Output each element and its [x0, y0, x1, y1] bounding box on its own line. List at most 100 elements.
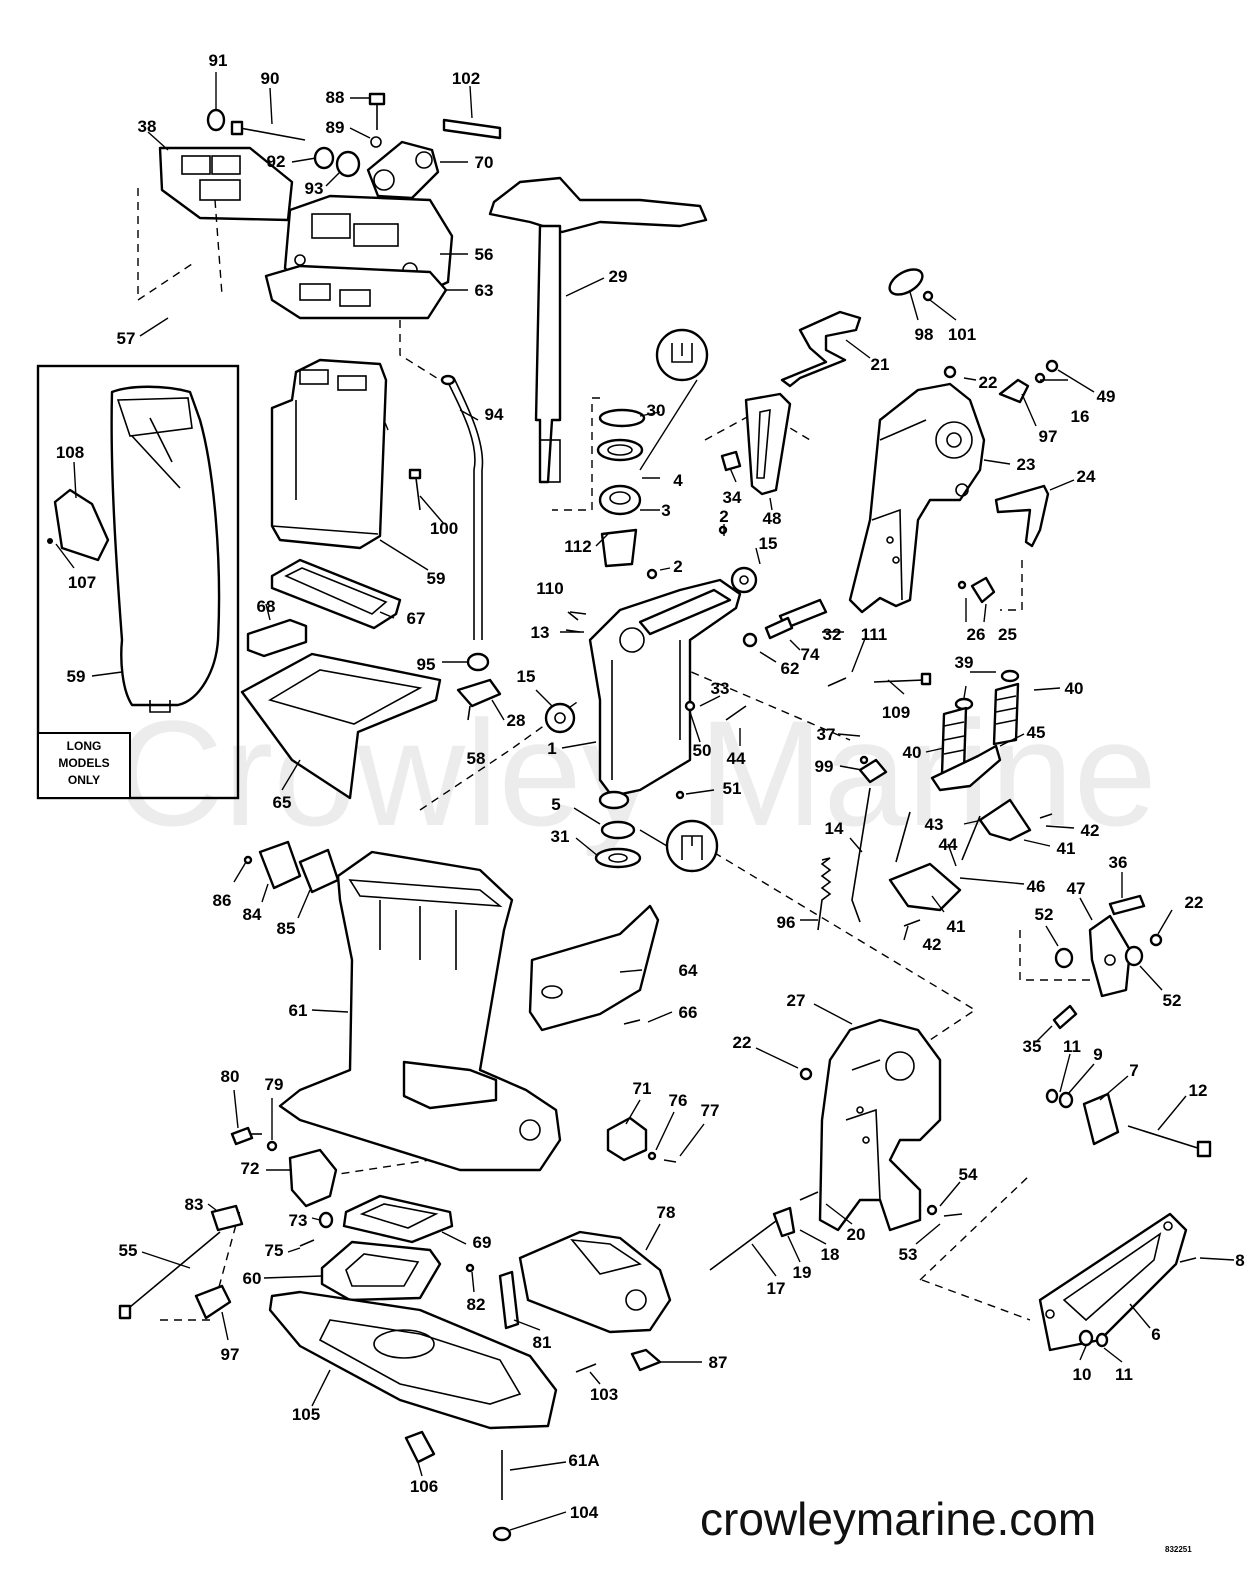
label-11b: 11	[1115, 1365, 1133, 1384]
label-12: 12	[1189, 1081, 1208, 1100]
label-98: 98	[915, 325, 934, 344]
label-78: 78	[657, 1203, 676, 1222]
label-25: 25	[998, 625, 1017, 644]
label-83: 83	[185, 1195, 204, 1214]
label-96: 96	[777, 913, 796, 932]
label-103: 103	[590, 1385, 618, 1404]
pins-32-74-62	[742, 598, 847, 687]
label-75: 75	[265, 1241, 284, 1260]
label-59b: 59	[67, 667, 86, 686]
label-24: 24	[1077, 467, 1096, 486]
part-71	[606, 1116, 677, 1163]
label-22a: 22	[979, 373, 998, 392]
label-65: 65	[273, 793, 292, 812]
plate-108	[53, 488, 110, 562]
mount-70	[366, 140, 440, 200]
part-64	[528, 904, 660, 1032]
lower-small-parts	[118, 1126, 338, 1320]
bracket-47-group	[1052, 894, 1163, 1030]
driveshaft-housing-61	[278, 850, 562, 1172]
label-58: 58	[467, 749, 486, 768]
label-40b: 40	[903, 743, 922, 762]
label-47: 47	[1067, 879, 1086, 898]
label-6: 6	[1151, 1325, 1160, 1344]
label-42b: 42	[923, 935, 942, 954]
label-102: 102	[452, 69, 480, 88]
label-42a: 42	[1081, 821, 1100, 840]
label-59a: 59	[427, 569, 446, 588]
label-112: 112	[564, 537, 591, 556]
label-107: 107	[68, 573, 96, 592]
label-97a: 97	[1039, 427, 1058, 446]
label-85: 85	[277, 919, 296, 938]
clamp-screw-group	[1045, 1088, 1212, 1158]
lower-cover-65	[240, 652, 442, 800]
label-108: 108	[56, 443, 84, 462]
label-4: 4	[673, 471, 683, 490]
label-106: 106	[410, 1477, 438, 1496]
swivel-bracket	[544, 566, 758, 869]
label-60: 60	[243, 1269, 262, 1288]
label-16: 16	[1071, 407, 1090, 426]
label-81: 81	[533, 1333, 552, 1352]
label-68: 68	[257, 597, 276, 616]
label-93: 93	[305, 179, 324, 198]
label-49: 49	[1097, 387, 1116, 406]
rod-17	[709, 1206, 796, 1271]
label-105: 105	[292, 1405, 320, 1424]
rod-14-spring-96	[817, 787, 871, 931]
part-78-group	[465, 1230, 672, 1373]
label-37: 37	[817, 725, 836, 744]
label-8: 8	[1235, 1251, 1244, 1270]
gasket-63	[264, 264, 448, 320]
label-70: 70	[475, 153, 494, 172]
label-62: 62	[781, 659, 800, 678]
label-82: 82	[467, 1295, 486, 1314]
label-26: 26	[967, 625, 986, 644]
transom-plate-6	[1038, 1212, 1197, 1352]
label-44a: 44	[727, 749, 746, 768]
label-109: 109	[882, 703, 910, 722]
label-67: 67	[407, 609, 426, 628]
label-72: 72	[241, 1159, 260, 1178]
label-29: 29	[609, 267, 628, 286]
label-97b: 97	[221, 1345, 240, 1364]
label-101: 101	[948, 325, 976, 344]
label-52a: 52	[1035, 905, 1054, 924]
label-20: 20	[847, 1225, 866, 1244]
label-52b: 52	[1163, 991, 1182, 1010]
label-2a: 2	[673, 557, 682, 576]
tilt-lock-group	[858, 669, 1020, 792]
label-61a: 61A	[568, 1451, 599, 1470]
label-34: 34	[723, 488, 742, 507]
label-39: 39	[955, 653, 974, 672]
inset-note-line2: MODELS	[58, 756, 109, 770]
exhaust-housing-long	[110, 385, 221, 707]
label-17: 17	[767, 1279, 786, 1298]
label-80: 80	[221, 1067, 240, 1086]
label-27: 27	[787, 991, 806, 1010]
label-64: 64	[679, 961, 698, 980]
plate-105	[268, 1290, 558, 1430]
label-14: 14	[825, 819, 844, 838]
label-90: 90	[261, 69, 280, 88]
label-111: 111	[861, 625, 888, 644]
label-55: 55	[119, 1241, 138, 1260]
label-99: 99	[815, 757, 834, 776]
drawing-code: 832251	[1165, 1545, 1192, 1554]
label-51: 51	[723, 779, 742, 798]
label-22c: 22	[733, 1033, 752, 1052]
label-71: 71	[633, 1079, 652, 1098]
label-41a: 41	[1057, 839, 1076, 858]
label-73: 73	[289, 1211, 308, 1230]
label-30: 30	[647, 401, 666, 420]
label-76: 76	[669, 1091, 688, 1110]
label-50: 50	[693, 741, 712, 760]
label-57: 57	[117, 329, 136, 348]
label-38: 38	[138, 117, 157, 136]
label-66: 66	[679, 1003, 698, 1022]
water-tube-94	[440, 374, 502, 721]
website-label[interactable]: crowleymarine.com	[700, 1493, 1097, 1545]
label-1: 1	[547, 739, 556, 758]
